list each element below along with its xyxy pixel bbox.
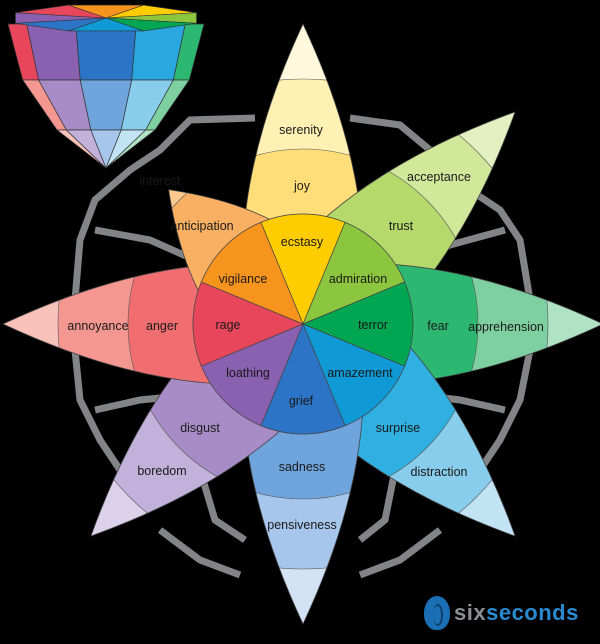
logo-text: sixseconds [454,600,579,625]
center-wedge-fear [302,281,414,367]
center-wedge-trust [302,221,406,325]
center-wedge-anticipation [200,221,304,325]
sixseconds-logo: sixseconds [424,596,579,630]
cone-3d-model [7,4,205,169]
background-outline [71,114,534,579]
center-wedge-disgust [200,323,304,427]
center-wedge-surprise [302,323,406,427]
center-wedge-sadness [260,323,346,435]
center-wedge-joy [260,213,346,325]
logo-head-icon [424,596,450,630]
center-wedge-anger [192,281,304,367]
